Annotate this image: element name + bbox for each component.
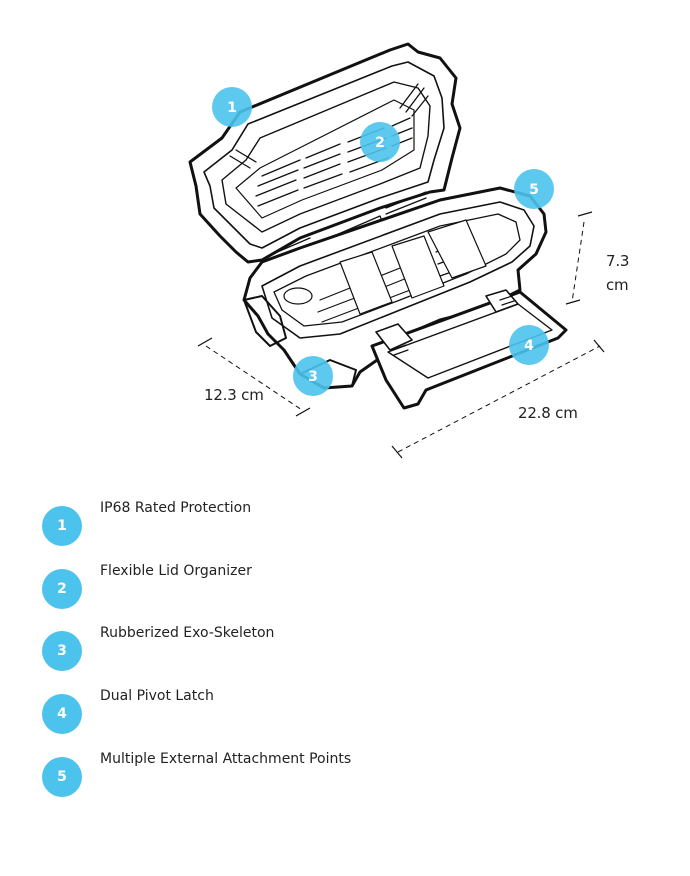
feature-label: Multiple External Attachment Points bbox=[100, 751, 352, 767]
feature-number-badge: 3 bbox=[42, 631, 82, 671]
feature-item: 4 Dual Pivot Latch bbox=[0, 688, 690, 738]
feature-label: Flexible Lid Organizer bbox=[100, 563, 252, 579]
dimension-width: 22.8 cm bbox=[518, 404, 578, 422]
feature-number-badge: 2 bbox=[42, 569, 82, 609]
feature-item: 3 Rubberized Exo-Skeleton bbox=[0, 625, 690, 675]
feature-number-badge: 5 bbox=[42, 757, 82, 797]
dimension-height-unit: cm bbox=[606, 276, 629, 294]
feature-item: 5 Multiple External Attachment Points bbox=[0, 751, 690, 801]
case-illustration: 1 2 3 4 5 bbox=[188, 42, 605, 459]
dimension-height-value: 7.3 bbox=[606, 252, 630, 270]
case-diagram: 1 2 3 4 5 7.3 cm 12.3 cm 22.8 cm bbox=[188, 42, 630, 459]
dimension-depth: 12.3 cm bbox=[204, 386, 264, 404]
callout-2: 2 bbox=[375, 135, 385, 151]
feature-item: 1 IP68 Rated Protection bbox=[0, 500, 690, 550]
callout-3: 3 bbox=[308, 369, 318, 385]
callout-5: 5 bbox=[529, 182, 539, 198]
feature-number-badge: 4 bbox=[42, 694, 82, 734]
callout-4: 4 bbox=[524, 338, 534, 354]
feature-item: 2 Flexible Lid Organizer bbox=[0, 563, 690, 613]
callout-1: 1 bbox=[227, 100, 237, 116]
feature-label: Dual Pivot Latch bbox=[100, 688, 214, 704]
feature-label: IP68 Rated Protection bbox=[100, 500, 252, 516]
feature-number-badge: 1 bbox=[42, 506, 82, 546]
feature-label: Rubberized Exo-Skeleton bbox=[100, 625, 275, 641]
